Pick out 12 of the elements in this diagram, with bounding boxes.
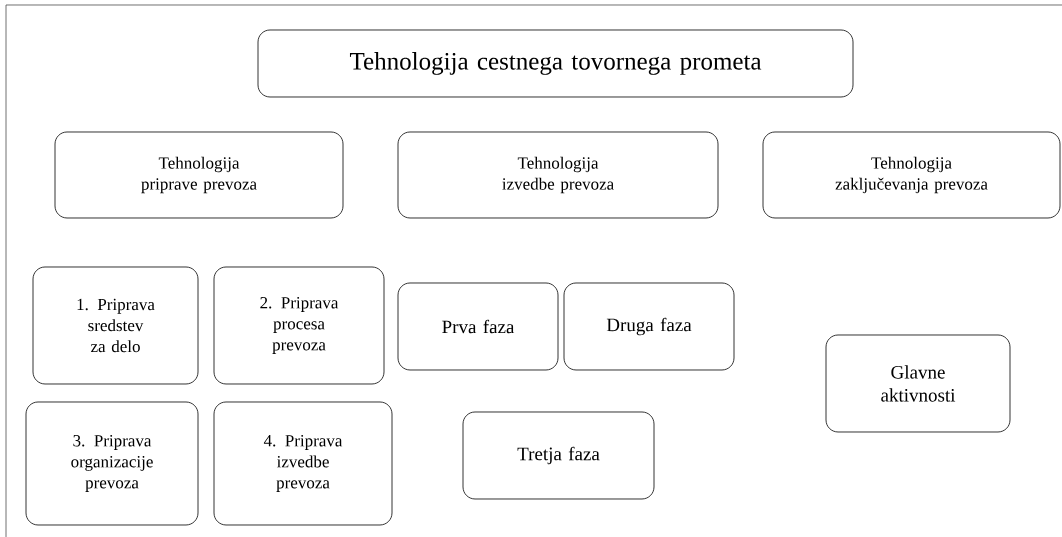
rounded-box: Glavne aktivnosti: [825, 334, 1011, 433]
rounded-box: 3. Priprava organizacije prevoza: [25, 401, 199, 526]
rounded-box: 1. Priprava sredstev za delo: [32, 266, 199, 385]
rounded-box: 4. Priprava izvedbe prevoza: [213, 401, 393, 526]
rounded-box: Druga faza: [563, 282, 735, 371]
rounded-box: Tehnologija priprave prevoza: [54, 131, 344, 219]
rounded-box: Tehnologija zaključevanja prevoza: [762, 131, 1061, 219]
rounded-box: 2. Priprava procesa prevoza: [213, 266, 385, 385]
rounded-box: Tehnologija izvedbe prevoza: [397, 131, 719, 219]
title-box: Tehnologija cestnega tovornega prometa: [257, 29, 854, 98]
rounded-box: Tretja faza: [462, 411, 655, 500]
rounded-box: Prva faza: [397, 282, 559, 371]
